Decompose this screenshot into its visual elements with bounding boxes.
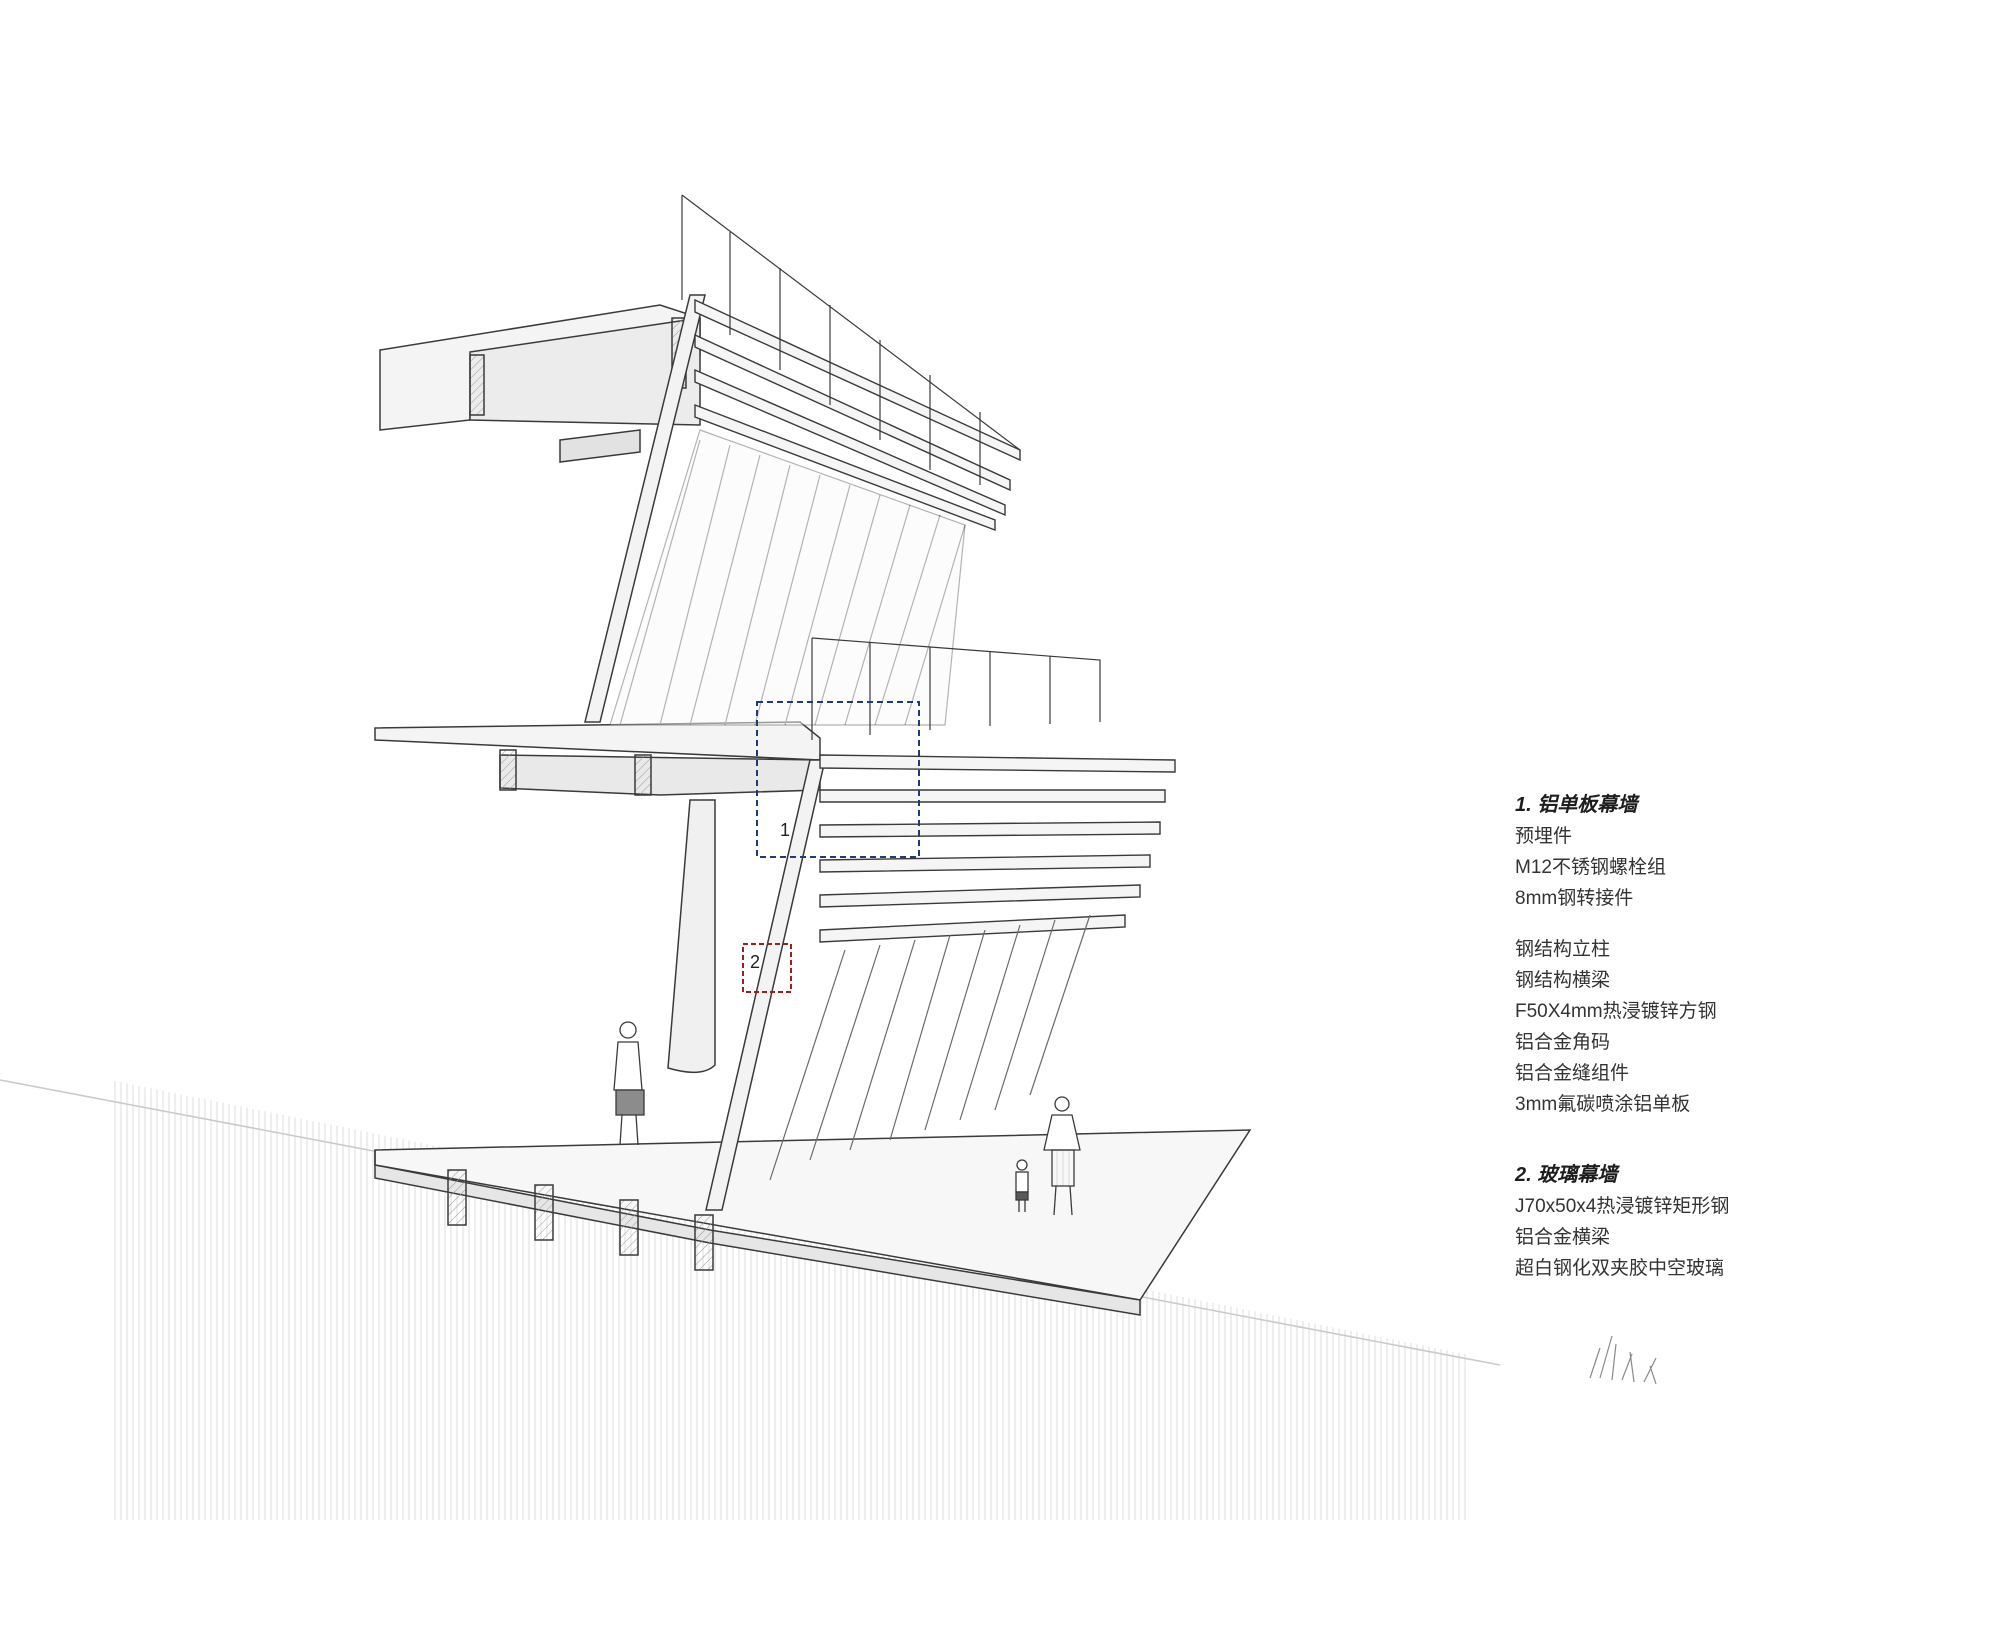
child-figure — [1015, 1159, 1029, 1212]
upper-vertical-fins — [609, 429, 966, 726]
legend-item: 钢结构横梁 — [1515, 970, 1611, 991]
middle-floor-slab — [374, 721, 821, 796]
grass-icon — [1589, 1335, 1657, 1385]
detail-callout-box-1 — [756, 701, 920, 858]
legend-item: 铝合金横梁 — [1515, 1227, 1611, 1248]
legend-group-glass-curtain-wall: 2. 玻璃幕墙 J70x50x4热浸镀锌矩形钢 铝合金横梁 超白钢化双夹胶中空玻… — [1515, 1160, 1935, 1284]
lower-vertical-fins — [769, 914, 1091, 1181]
ground-slab — [374, 1129, 1252, 1316]
legend-item: 8mm钢转接件 — [1515, 888, 1634, 909]
material-legend: 1. 铝单板幕墙 预埋件 M12不锈钢螺栓组 8mm钢转接件 钢结构立柱 钢结构… — [1515, 790, 1935, 1324]
lower-horizontal-louvers — [819, 754, 1176, 943]
legend-item: 钢结构立柱 — [1515, 939, 1611, 960]
callout-label-2: 2 — [750, 952, 761, 972]
legend-spacer — [1515, 914, 1935, 934]
legend-item: F50X4mm热浸镀锌方钢 — [1515, 1001, 1717, 1022]
person-figure-right — [1043, 1096, 1081, 1216]
upper-railing — [681, 194, 1021, 485]
lower-railing — [811, 637, 1101, 740]
legend-group-aluminum-curtain-wall: 1. 铝单板幕墙 预埋件 M12不锈钢螺栓组 8mm钢转接件 钢结构立柱 钢结构… — [1515, 790, 1935, 1120]
legend-item: 3mm氟碳喷涂铝单板 — [1515, 1094, 1691, 1115]
legend-item: 超白钢化双夹胶中空玻璃 — [1515, 1258, 1725, 1279]
legend-item: 预埋件 — [1515, 826, 1573, 847]
detail-callout-box-2 — [742, 943, 792, 993]
upper-horizontal-louvers — [694, 298, 1021, 532]
legend-item: 铝合金缝组件 — [1515, 1063, 1630, 1084]
upper-floor-slab — [379, 304, 701, 463]
round-column — [667, 799, 716, 1074]
legend-item: 铝合金角码 — [1515, 1032, 1611, 1053]
callout-label-1: 1 — [780, 820, 791, 840]
person-figure-left — [613, 1021, 645, 1146]
legend-item: M12不锈钢螺栓组 — [1515, 857, 1666, 878]
inclined-steel-post — [584, 294, 826, 1211]
legend-heading: 2. 玻璃幕墙 — [1515, 1164, 1618, 1186]
legend-heading: 1. 铝单板幕墙 — [1515, 794, 1638, 816]
legend-item: J70x50x4热浸镀锌矩形钢 — [1515, 1196, 1730, 1217]
